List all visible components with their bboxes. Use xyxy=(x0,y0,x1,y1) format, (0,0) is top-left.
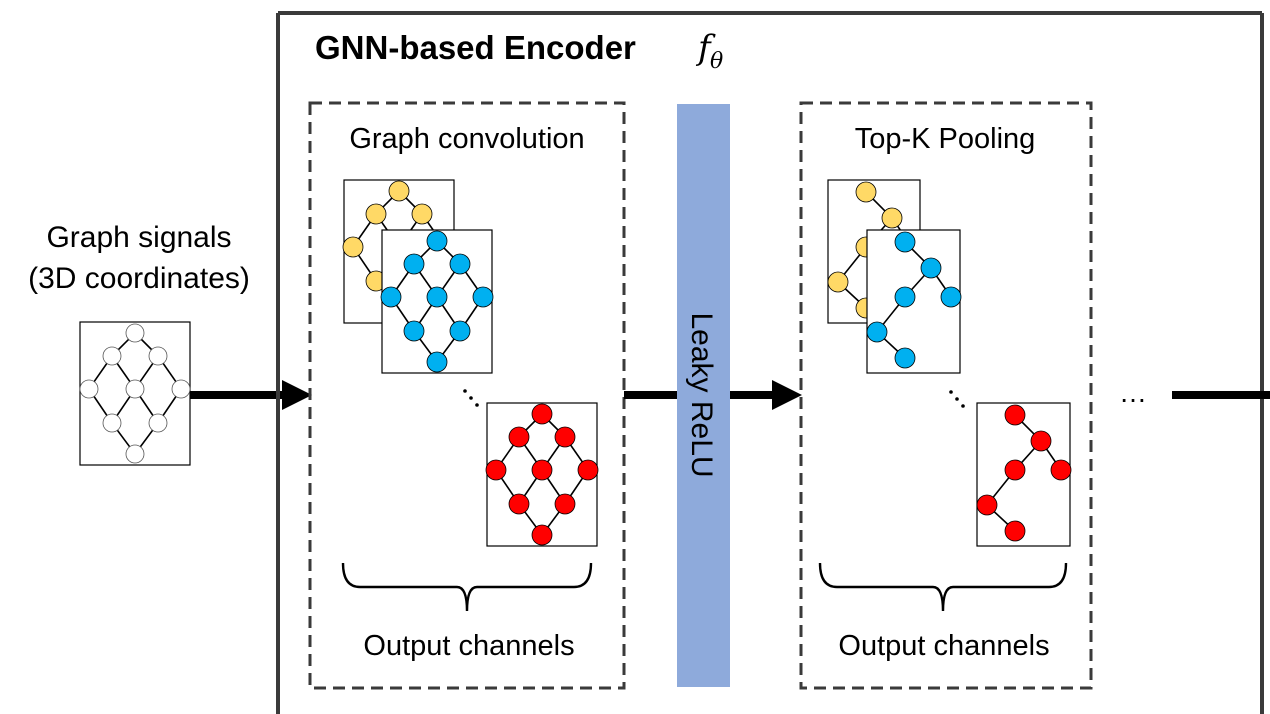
graph-node xyxy=(148,346,168,366)
encoder-symbol-subscript: θ xyxy=(710,49,723,74)
graph-node xyxy=(508,426,530,448)
conv-block-footer: Output channels xyxy=(363,630,574,662)
ellipsis-dot xyxy=(469,396,473,400)
graph-node xyxy=(1004,520,1026,542)
graph-node xyxy=(894,231,916,253)
graph-node xyxy=(380,286,402,308)
graph-node xyxy=(940,286,962,308)
continuation-ellipsis: … xyxy=(1119,377,1147,408)
conv-channel-2-graph xyxy=(380,230,494,373)
graph-node xyxy=(531,403,553,425)
conv-brace xyxy=(341,562,593,612)
graph-node xyxy=(531,459,553,481)
graph-node xyxy=(554,493,576,515)
graph-node xyxy=(102,346,122,366)
ellipsis-dot xyxy=(475,403,479,407)
input-graph xyxy=(79,323,191,464)
graph-node xyxy=(920,257,942,279)
conv-block-frame xyxy=(308,101,626,690)
graph-node xyxy=(125,379,145,399)
pool-ellipsis-dots xyxy=(949,390,965,408)
arrow-conv-to-pool xyxy=(624,380,802,410)
conv-block-title: Graph convolution xyxy=(349,123,584,155)
graph-node xyxy=(171,379,191,399)
graph-node xyxy=(855,181,877,203)
input-graph-panel xyxy=(79,321,191,466)
graph-node xyxy=(125,444,145,464)
conv-ellipsis-dots xyxy=(463,389,479,407)
graph-node xyxy=(976,494,998,516)
graph-node xyxy=(411,203,433,225)
graph-node xyxy=(1004,459,1026,481)
graph-node xyxy=(426,286,448,308)
graph-node xyxy=(1050,459,1072,481)
pool-block-footer: Output channels xyxy=(838,630,1049,662)
graph-node xyxy=(342,236,364,258)
pool-brace xyxy=(818,562,1068,612)
graph-node xyxy=(894,347,916,369)
graph-node xyxy=(365,203,387,225)
graph-node xyxy=(531,524,553,546)
graph-node xyxy=(403,253,425,275)
graph-node xyxy=(1030,430,1052,452)
graph-node xyxy=(577,459,599,481)
activation-bar xyxy=(677,104,730,687)
input-label-line1: Graph signals xyxy=(46,221,231,254)
pool-channel-last-graph xyxy=(976,404,1072,542)
pool-block-frame xyxy=(799,101,1093,690)
graph-node xyxy=(472,286,494,308)
graph-node xyxy=(403,320,425,342)
graph-node xyxy=(426,230,448,252)
ellipsis-dot xyxy=(949,390,953,394)
graph-node xyxy=(449,253,471,275)
conv-block: Graph convolution Output channels xyxy=(308,101,626,690)
graph-node xyxy=(79,379,99,399)
graph-node xyxy=(388,180,410,202)
graph-node xyxy=(102,413,122,433)
graph-node xyxy=(894,286,916,308)
input-label-line2: (3D coordinates) xyxy=(28,262,250,295)
graph-node xyxy=(148,413,168,433)
activation-bar-rect xyxy=(677,104,730,687)
pool-channel-2-graph xyxy=(866,231,962,369)
graph-node xyxy=(554,426,576,448)
graph-node xyxy=(508,493,530,515)
encoder-title: GNN-based Encoder xyxy=(315,29,636,66)
ellipsis-dot xyxy=(463,389,467,393)
activation-label: Leaky ReLU xyxy=(685,312,718,477)
arrow-input-to-conv xyxy=(190,380,312,410)
encoder-frame xyxy=(276,11,1264,714)
graph-node xyxy=(881,207,903,229)
pool-block-title: Top-K Pooling xyxy=(855,123,1036,155)
conv-channel-last-graph xyxy=(485,403,599,546)
graph-node xyxy=(1004,404,1026,426)
pool-block: Top-K Pooling Output channels xyxy=(799,101,1093,690)
graph-node xyxy=(485,459,507,481)
graph-node xyxy=(125,323,145,343)
graph-node xyxy=(449,320,471,342)
graph-node xyxy=(866,321,888,343)
ellipsis-dot xyxy=(961,404,965,408)
graph-node xyxy=(827,271,849,293)
graph-node xyxy=(426,351,448,373)
ellipsis-dot xyxy=(955,397,959,401)
